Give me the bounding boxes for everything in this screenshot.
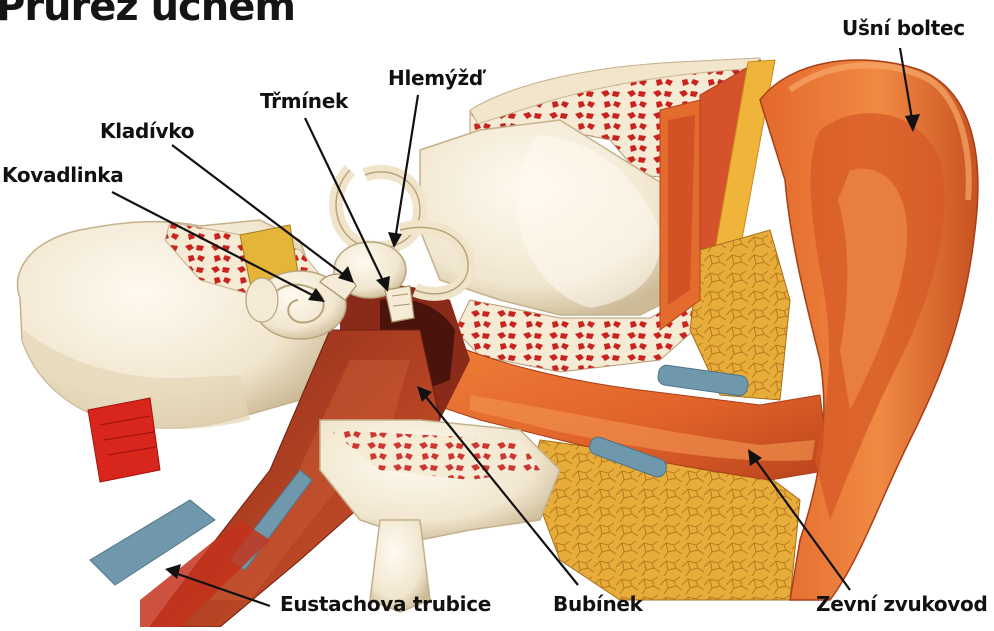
label-pinna: Ušní boltec — [842, 16, 965, 40]
label-eardrum: Bubínek — [553, 592, 643, 616]
label-malleus: Kladívko — [100, 119, 194, 143]
label-ear-canal: Zevní zvukovod — [816, 592, 987, 616]
label-cochlea: Hlemýžď — [388, 66, 483, 90]
label-eustachian-tube: Eustachova trubice — [280, 592, 491, 616]
label-incus: Kovadlinka — [2, 163, 123, 187]
label-stapes: Třmínek — [260, 89, 348, 113]
diagram-title: Průřez uchem — [0, 0, 295, 30]
